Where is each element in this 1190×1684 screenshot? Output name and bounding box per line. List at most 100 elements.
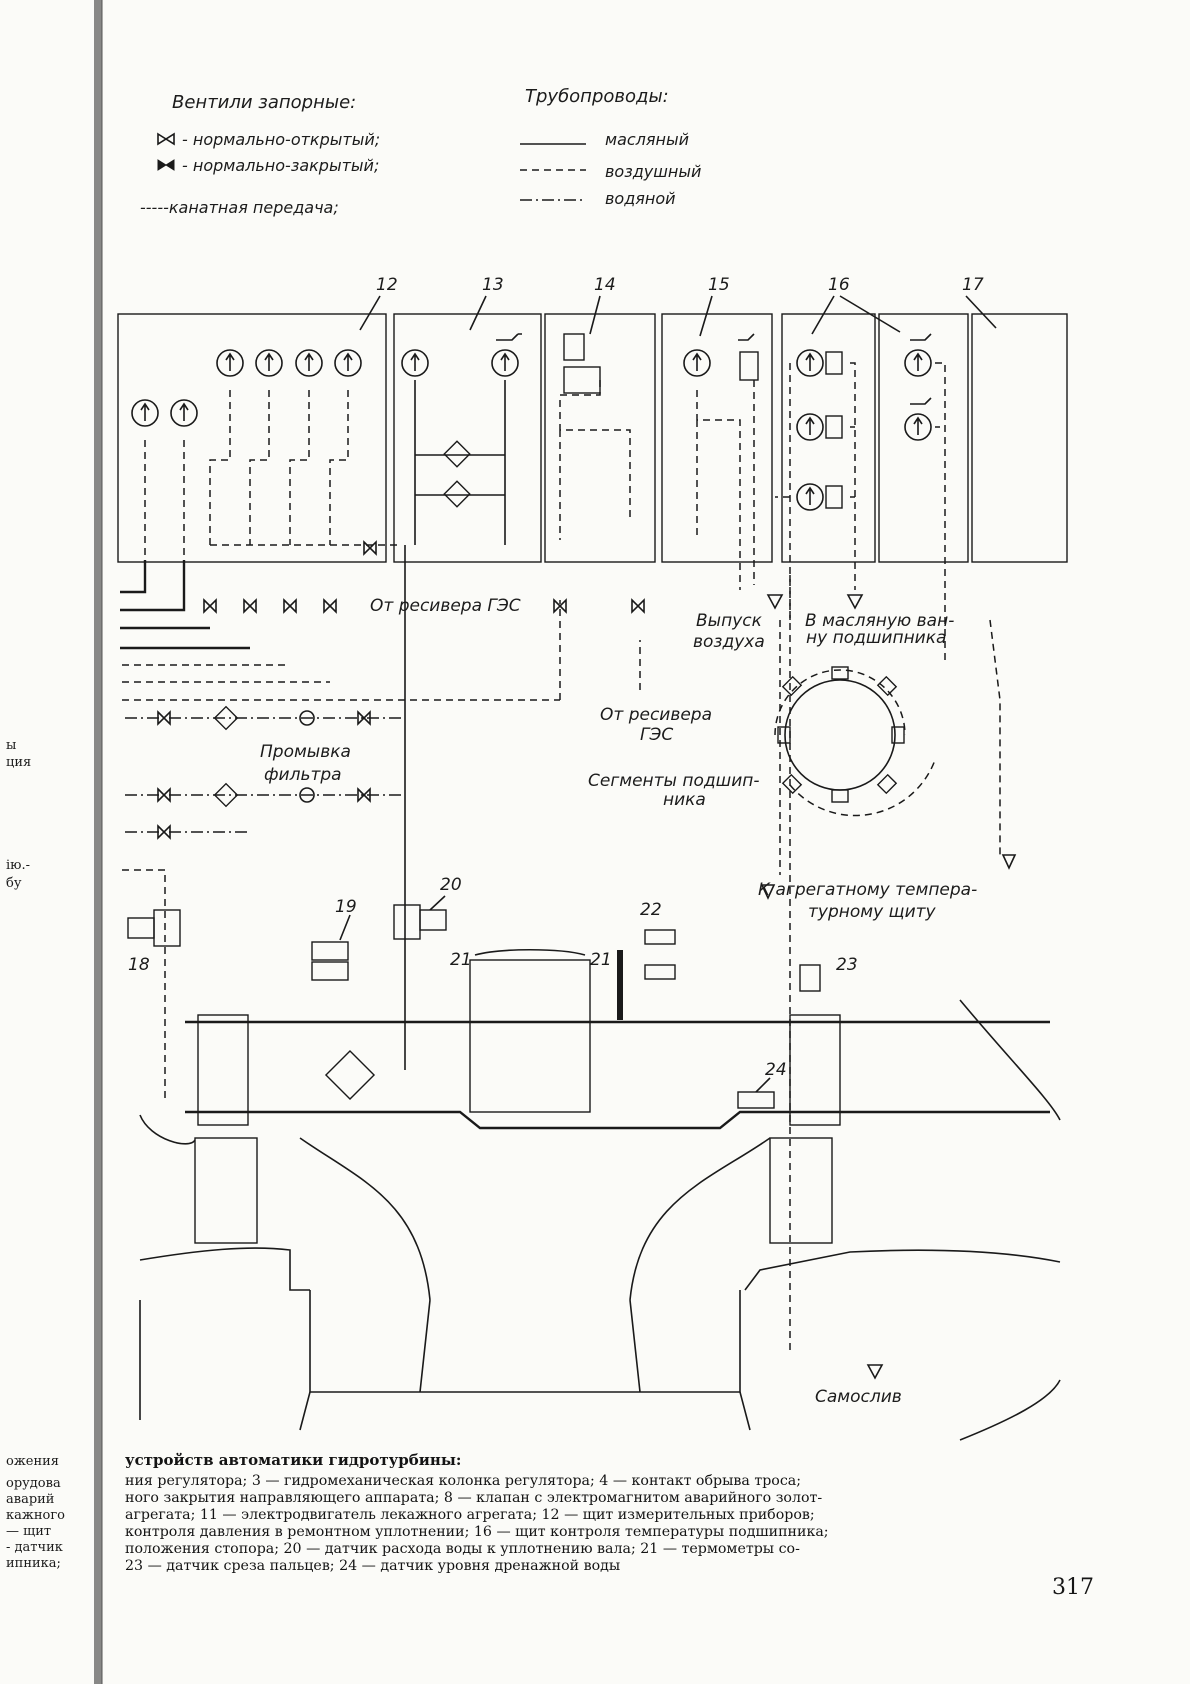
relay-box-icon (739, 351, 759, 381)
filter-icon (324, 1049, 376, 1101)
caption-line: положения стопора; 20 — датчик расхода в… (125, 1541, 800, 1557)
margin-fragment: ію.- (6, 858, 31, 873)
sensor-box-icon (563, 366, 601, 394)
sensor-18-body (153, 909, 181, 947)
thermometer-icon (825, 351, 843, 375)
guide-bearing (774, 666, 936, 817)
valve-icon (203, 598, 217, 614)
valve-icon (631, 598, 645, 614)
caption-heading: устройств автоматики гидротурбины: (125, 1451, 462, 1469)
part-number-24: 24 (765, 1060, 787, 1080)
label-from-receiver-2a: От ресивера (600, 705, 712, 725)
thermometer-scale-icon (617, 950, 623, 1020)
outgoing-pipes (120, 545, 1001, 1350)
margin-fragment: ция (6, 755, 32, 770)
margin-fragment: - датчик (6, 1540, 63, 1555)
contact-icon (496, 333, 522, 341)
valve-icon (553, 598, 567, 614)
margin-fragment: кажного (6, 1508, 65, 1523)
drain-arrow-icon (866, 1364, 884, 1380)
label-oil-bath-2: ну подшипника (806, 628, 946, 648)
flow-arrow-icon (760, 594, 1017, 900)
valve-icon (157, 787, 171, 803)
valve-icon (357, 787, 371, 803)
oil-pipe-legend: масляный (605, 130, 689, 149)
panel-number-13: 13 (482, 275, 504, 295)
margin-fragment: ожения (6, 1454, 60, 1469)
margin-fragment: орудова (6, 1476, 61, 1491)
water-pipe-legend: водяной (605, 189, 676, 208)
gauge-icon (295, 349, 323, 377)
air-pipe-legend: воздушный (605, 162, 701, 181)
left-servomotor (197, 1014, 249, 1126)
check-valve-icon (299, 787, 315, 803)
sensor-22-icon (644, 929, 676, 945)
bearing-segment (891, 726, 905, 744)
bearing-segment (831, 666, 849, 680)
bearing-segment (831, 789, 849, 803)
gauge-icon (683, 349, 711, 377)
sensor-19-icon (311, 961, 349, 981)
panel-16b (878, 313, 969, 563)
contact-icon (910, 397, 932, 405)
valve-closed-legend: - нормально-закрытый; (182, 156, 379, 175)
label-from-receiver-1: От ресивера ГЭС (370, 596, 521, 616)
pipes-legend-title: Трубопроводы: (525, 86, 669, 107)
left-column (194, 1137, 258, 1244)
valve-icon (323, 598, 337, 614)
gauge-icon (904, 349, 932, 377)
label-segments-1: Сегменты подшип- (588, 771, 760, 791)
contact-icon (910, 333, 932, 341)
bearing-segment (781, 675, 803, 697)
margin-fragment: — щит (6, 1524, 52, 1539)
sensor-24-icon (737, 1091, 775, 1109)
gauge-icon (796, 349, 824, 377)
bearing-segment (781, 773, 803, 795)
part-number-23: 23 (836, 955, 858, 975)
instrument-panels: 12 13 14 15 16 17 (117, 275, 1068, 563)
panel-number-14: 14 (594, 275, 616, 295)
panel-17 (971, 313, 1068, 563)
label-self-drain: Самослив (815, 1387, 902, 1407)
turbine-shaft (469, 959, 591, 1113)
sensor-23-icon (799, 964, 821, 992)
panel-16a (781, 313, 876, 563)
panel-15 (661, 313, 773, 563)
part-number-21a: 21 (450, 950, 472, 970)
part-number-22: 22 (640, 900, 662, 920)
thermometer-icon (825, 415, 843, 439)
caption-line: контроля давления в ремонтном уплотнении… (125, 1524, 829, 1540)
panel-14 (544, 313, 656, 563)
gauge-icon (491, 349, 519, 377)
label-air-release-1: Выпуск (696, 611, 763, 631)
bearing-segment (876, 675, 898, 697)
panel-number-12: 12 (376, 275, 398, 295)
right-column (769, 1137, 833, 1244)
sensor-19-icon (311, 941, 349, 961)
margin-fragment: бу (6, 876, 22, 891)
gauge-icon (216, 349, 244, 377)
valve-open-icon (157, 132, 175, 146)
panel-13 (393, 313, 542, 563)
sensors: 18 19 20 21 21 22 23 24 (127, 875, 858, 1109)
label-from-receiver-2b: ГЭС (640, 725, 673, 745)
panel-number-16: 16 (828, 275, 850, 295)
gauge-icon (334, 349, 362, 377)
sensor-20-body (393, 904, 421, 940)
panel-piping (144, 362, 946, 660)
legend: Вентили запорные: - нормально-открытый; … (140, 86, 701, 217)
caption-line: ного закрытия направляющего аппарата; 8 … (125, 1490, 823, 1506)
label-temp-panel-1: К агрегатному темпера- (758, 880, 977, 900)
gauge-icon (131, 399, 159, 427)
cable-drive-legend: -----канатная передача; (140, 198, 339, 217)
gauge-icon (255, 349, 283, 377)
filter-icon (443, 440, 471, 468)
label-filter-flush-2: фильтра (264, 765, 342, 785)
caption-line: ния регулятора; 3 — гидромеханическая ко… (125, 1473, 802, 1489)
part-number-20: 20 (440, 875, 462, 895)
valves (157, 540, 645, 840)
valve-closed-icon (157, 159, 175, 171)
gauge-icon (401, 349, 429, 377)
sensor-box-icon (563, 333, 585, 361)
